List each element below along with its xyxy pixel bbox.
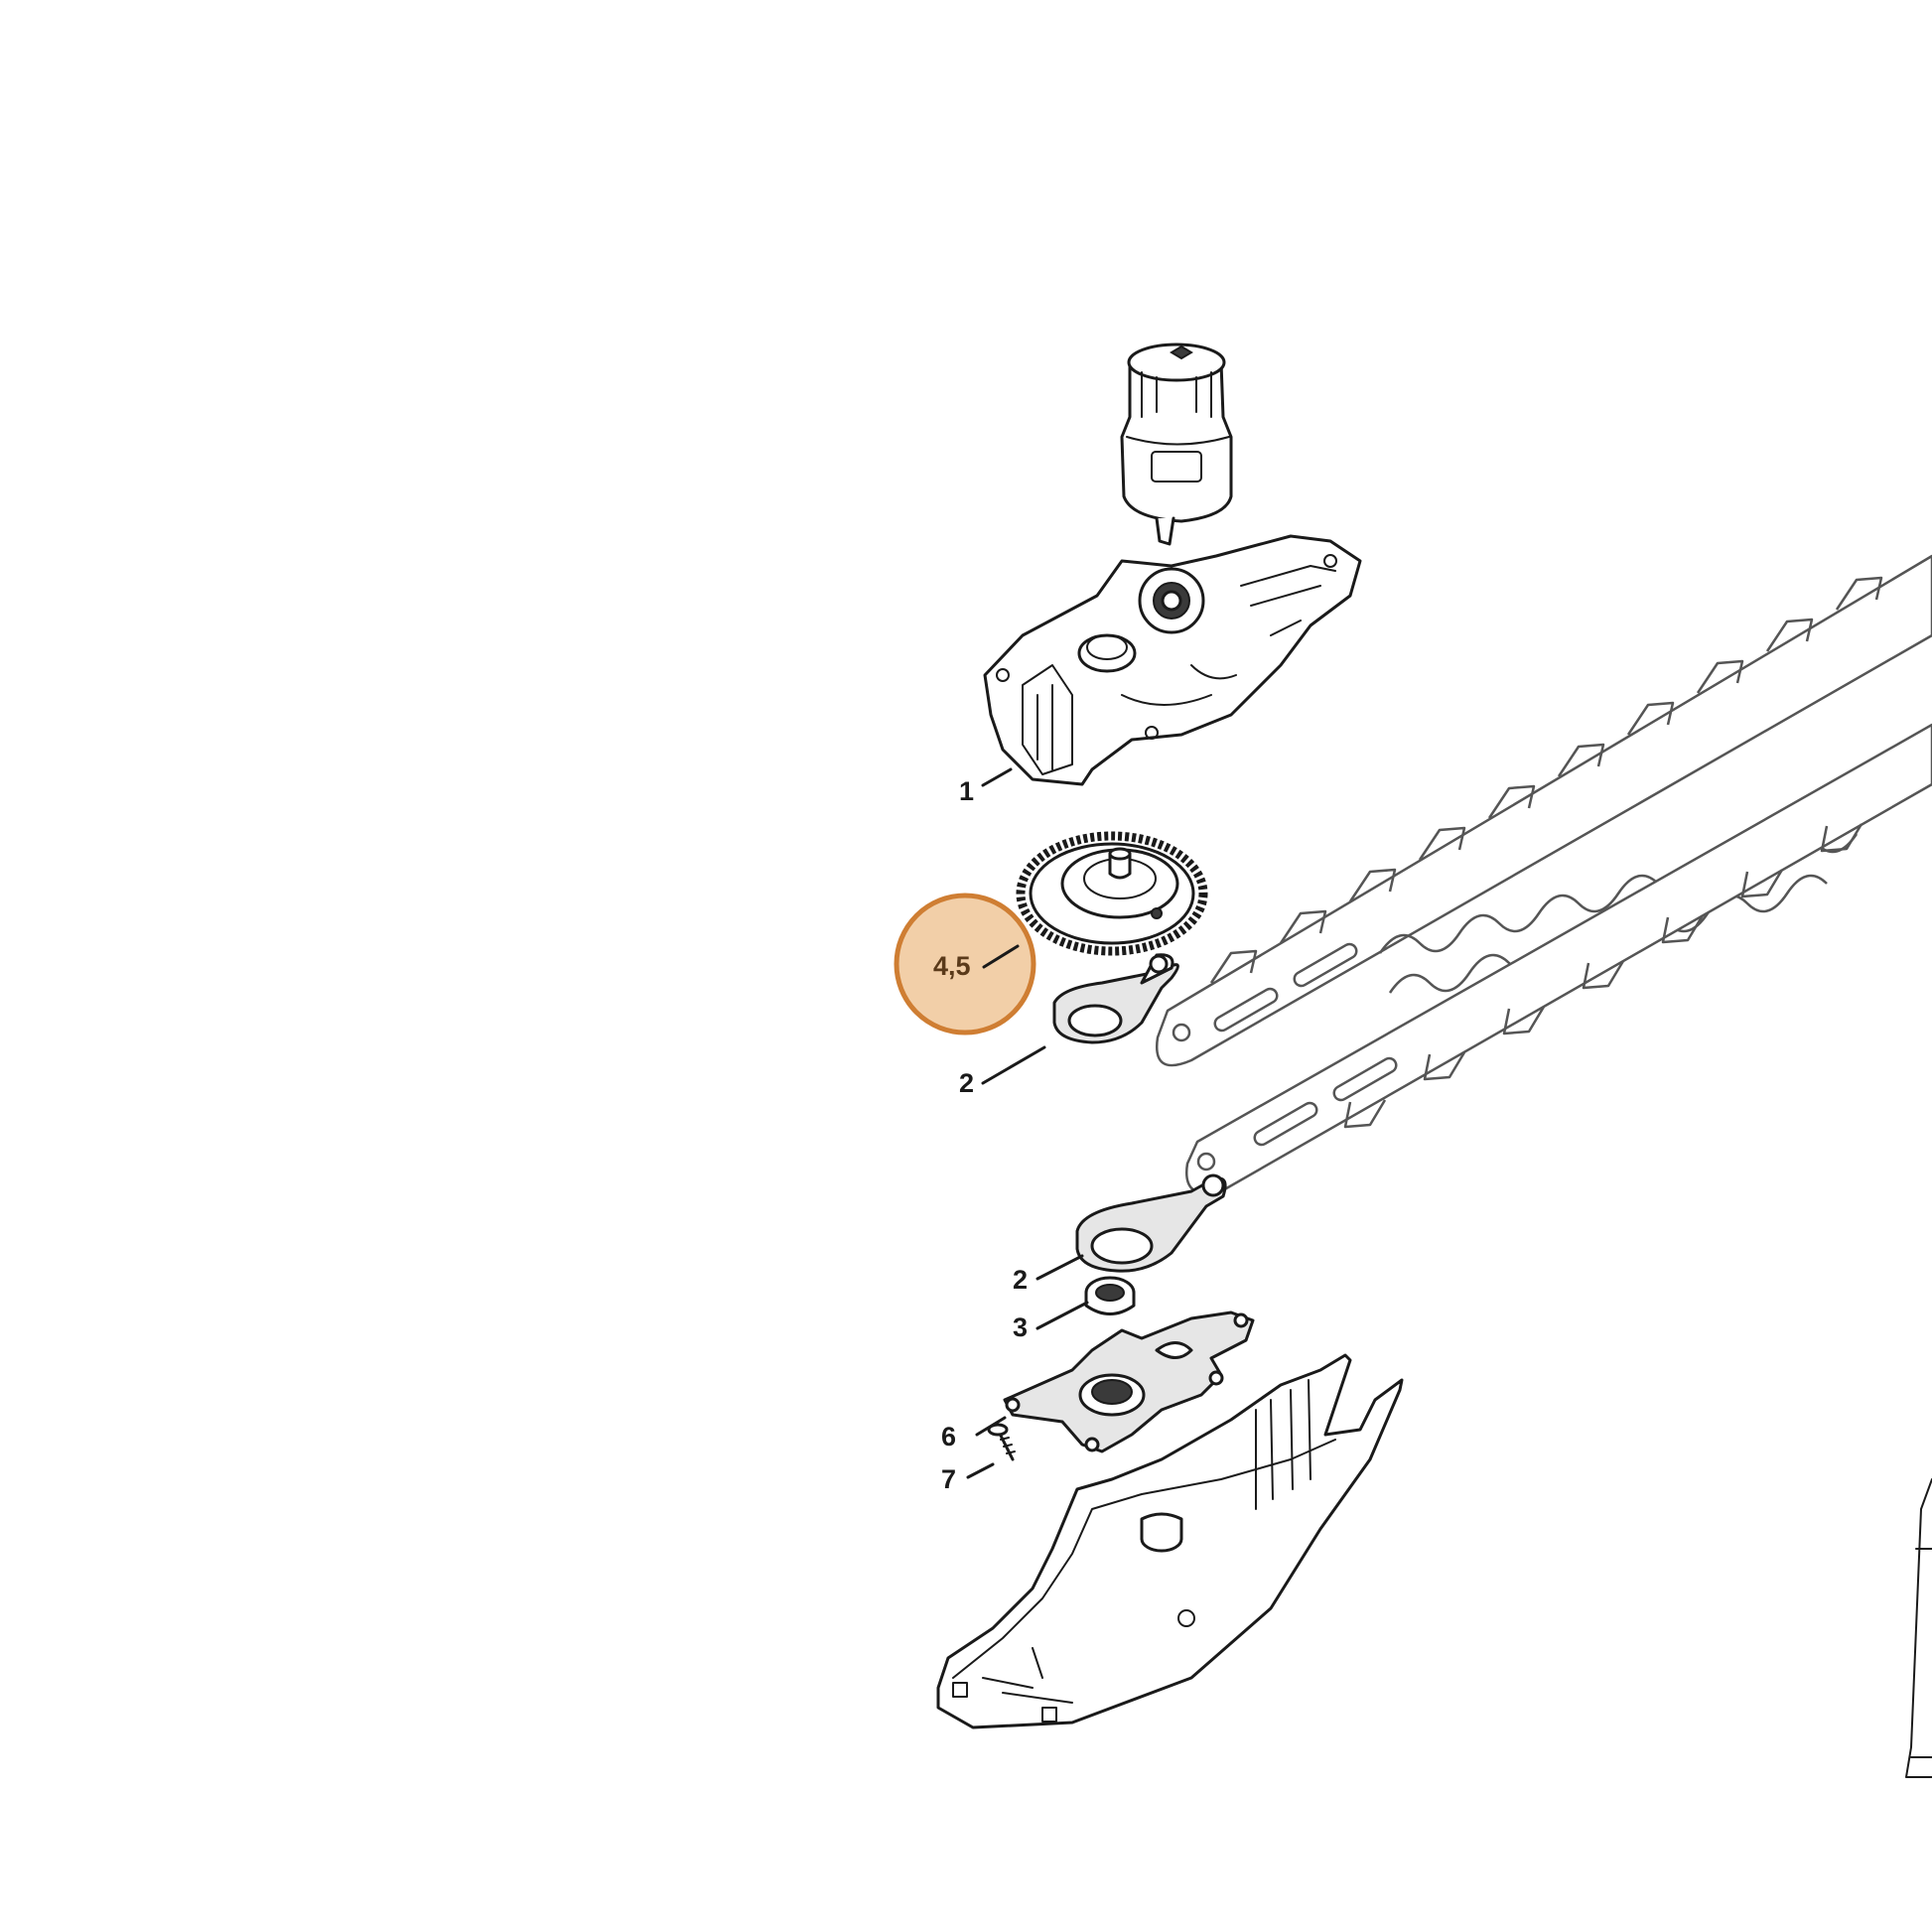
screw-icon: [987, 1423, 1016, 1461]
callout-4-5[interactable]: 4,5: [933, 951, 971, 981]
lower-housing-shell-icon: [936, 1353, 1404, 1729]
gear-housing-icon: [983, 534, 1362, 786]
spur-gear-icon: [1016, 831, 1208, 956]
highlight-circle: [894, 893, 1036, 1035]
connecting-rod-lower-icon: [1075, 1173, 1227, 1273]
leader-lines: [966, 767, 1089, 1479]
handle-fragment-icon: [1905, 1478, 1932, 1778]
callout-2-upper[interactable]: 2: [959, 1068, 974, 1098]
callout-3[interactable]: 3: [1013, 1312, 1028, 1342]
callout-1[interactable]: 1: [959, 776, 974, 806]
connecting-rod-upper-icon: [1052, 953, 1179, 1044]
cover-plate-icon: [1003, 1311, 1255, 1453]
electric-motor-icon: [1120, 343, 1233, 546]
ball-bearing-icon: [1084, 1276, 1136, 1315]
callout-2-lower[interactable]: 2: [1013, 1265, 1028, 1295]
callout-7[interactable]: 7: [941, 1464, 956, 1494]
callout-6[interactable]: 6: [941, 1422, 956, 1451]
